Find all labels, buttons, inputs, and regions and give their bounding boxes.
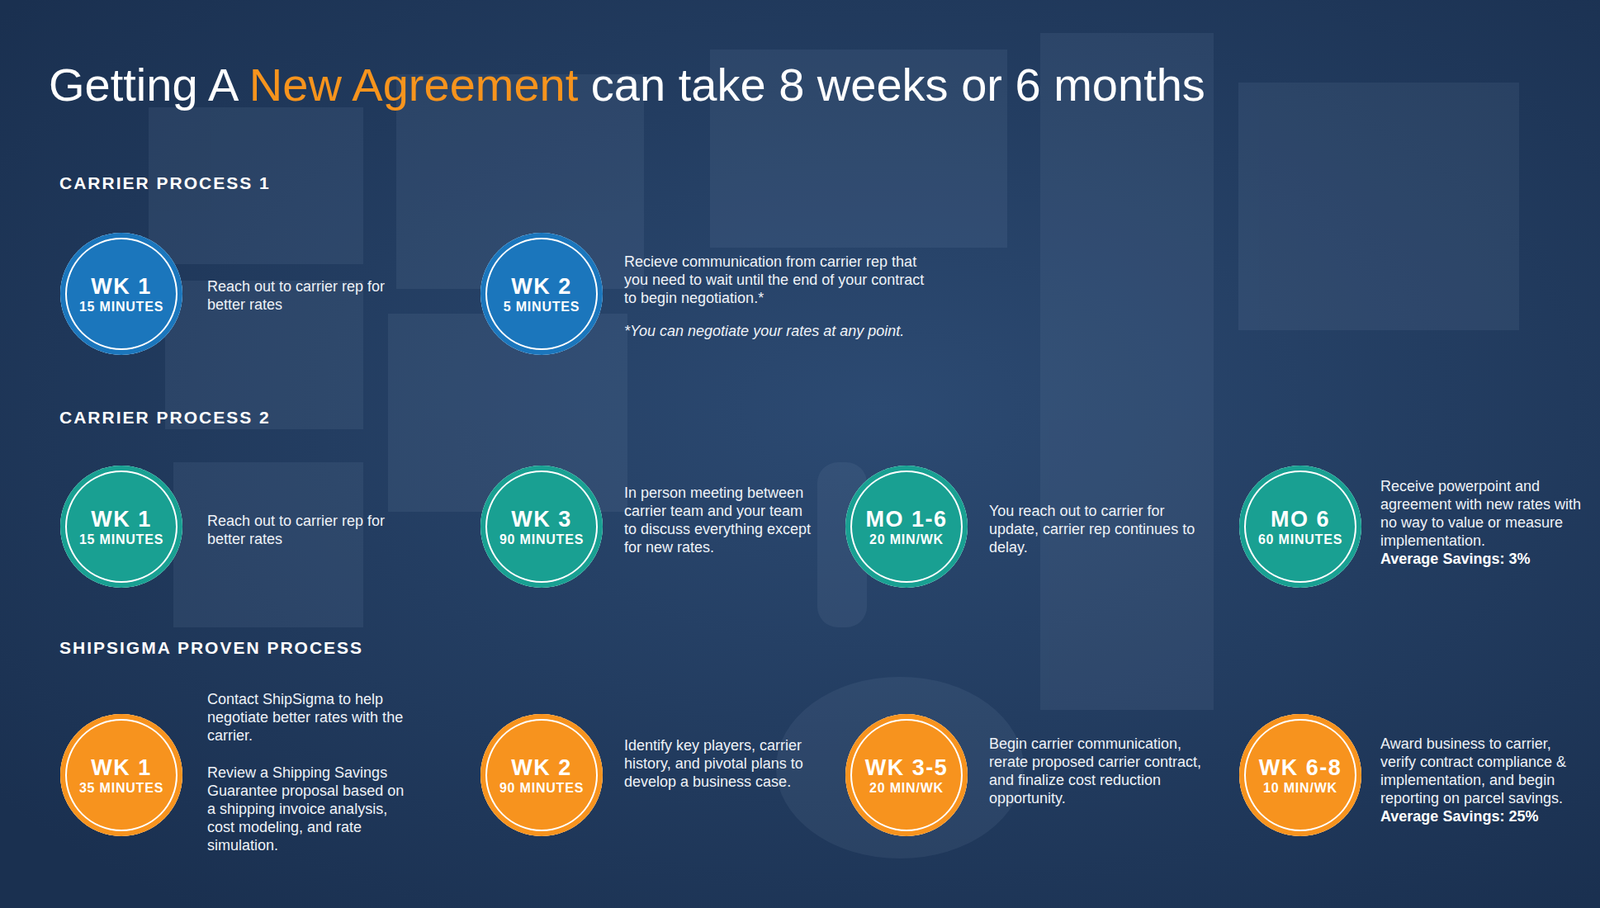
shelf-post — [1040, 33, 1214, 711]
duration-label: 5 MINUTES — [503, 298, 581, 315]
timeline-circle: WK 390 MINUTES — [480, 465, 603, 588]
period-label: WK 1 — [90, 274, 152, 299]
timeline-circle: MO 1-620 MIN/WK — [845, 465, 968, 588]
period-label: WK 6-8 — [1259, 755, 1343, 781]
timeline-circle: WK 3-520 MIN/WK — [845, 714, 968, 837]
step-description: Review a Shipping Savings Guarantee prop… — [207, 763, 414, 855]
duration-label: 15 MINUTES — [79, 298, 164, 315]
timeline-circle: WK 6-810 MIN/WK — [1239, 714, 1362, 837]
period-label: WK 2 — [511, 274, 573, 299]
step-description: Identify key players, carrier history, a… — [624, 736, 815, 791]
duration-label: 90 MINUTES — [499, 780, 584, 796]
step-description: You reach out to carrier for update, car… — [989, 501, 1206, 557]
savings-note: Average Savings: 25% — [1380, 807, 1587, 826]
step-description: Reach out to carrier rep for better rate… — [207, 277, 406, 314]
timeline-circle: WK 115 MINUTES — [60, 232, 183, 356]
title-word: can — [591, 58, 679, 111]
footnote: *You can negotiate your rates at any poi… — [624, 321, 934, 341]
timeline-circle: MO 660 MINUTES — [1239, 465, 1362, 588]
step-description: Reach out to carrier rep for better rate… — [207, 511, 406, 549]
title-word: take — [678, 58, 779, 111]
title-word: or — [960, 58, 1015, 111]
period-label: WK 2 — [511, 755, 573, 781]
period-label: MO 1-6 — [865, 506, 947, 532]
title-word: Agreement — [351, 58, 592, 111]
duration-label: 90 MINUTES — [499, 531, 584, 548]
period-label: MO 6 — [1270, 506, 1331, 532]
title-word: 8 — [778, 58, 818, 111]
section-heading: CARRIER PROCESS 1 — [59, 174, 271, 193]
duration-label: 15 MINUTES — [79, 531, 164, 548]
timeline-circle: WK 25 MINUTES — [480, 232, 603, 356]
timeline-circle: WK 115 MINUTES — [60, 465, 183, 588]
period-label: WK 1 — [90, 506, 152, 532]
period-label: WK 1 — [90, 755, 152, 781]
section-heading: SHIPSIGMA PROVEN PROCESS — [59, 639, 364, 658]
title-word: months — [1053, 58, 1206, 111]
savings-note: Average Savings: 3% — [1380, 549, 1583, 569]
period-label: WK 3-5 — [865, 755, 949, 781]
title-word: New — [249, 58, 353, 111]
slide-title: Getting A New Agreement can take 8 weeks… — [48, 57, 1206, 113]
duration-label: 35 MINUTES — [79, 780, 164, 796]
duration-label: 20 MIN/WK — [869, 531, 944, 548]
timeline-circle: WK 135 MINUTES — [60, 714, 183, 837]
section-heading: CARRIER PROCESS 2 — [59, 408, 271, 427]
timeline-circle: WK 290 MINUTES — [480, 714, 603, 837]
duration-label: 10 MIN/WK — [1263, 780, 1338, 796]
step-description: In person meeting between carrier team a… — [624, 483, 819, 557]
warehouse-photo — [148, 33, 1520, 859]
step-description: Begin carrier communication, rerate prop… — [989, 734, 1208, 808]
title-word: 6 — [1014, 58, 1054, 111]
step-description: Award business to carrier, verify contra… — [1380, 734, 1587, 808]
worker-helmet — [776, 676, 1024, 859]
step-description: Contact ShipSigma to help negotiate bett… — [207, 690, 414, 745]
step-description: Recieve communication from carrier rep t… — [624, 252, 934, 308]
title-word: A — [208, 58, 250, 111]
duration-label: 60 MINUTES — [1258, 531, 1343, 548]
duration-label: 20 MIN/WK — [869, 780, 944, 796]
shelf-box — [1238, 82, 1520, 331]
title-word: weeks — [817, 58, 961, 111]
step-description: Receive powerpoint and agreement with ne… — [1380, 477, 1583, 550]
title-word: Getting — [48, 58, 209, 111]
period-label: WK 3 — [511, 506, 573, 532]
